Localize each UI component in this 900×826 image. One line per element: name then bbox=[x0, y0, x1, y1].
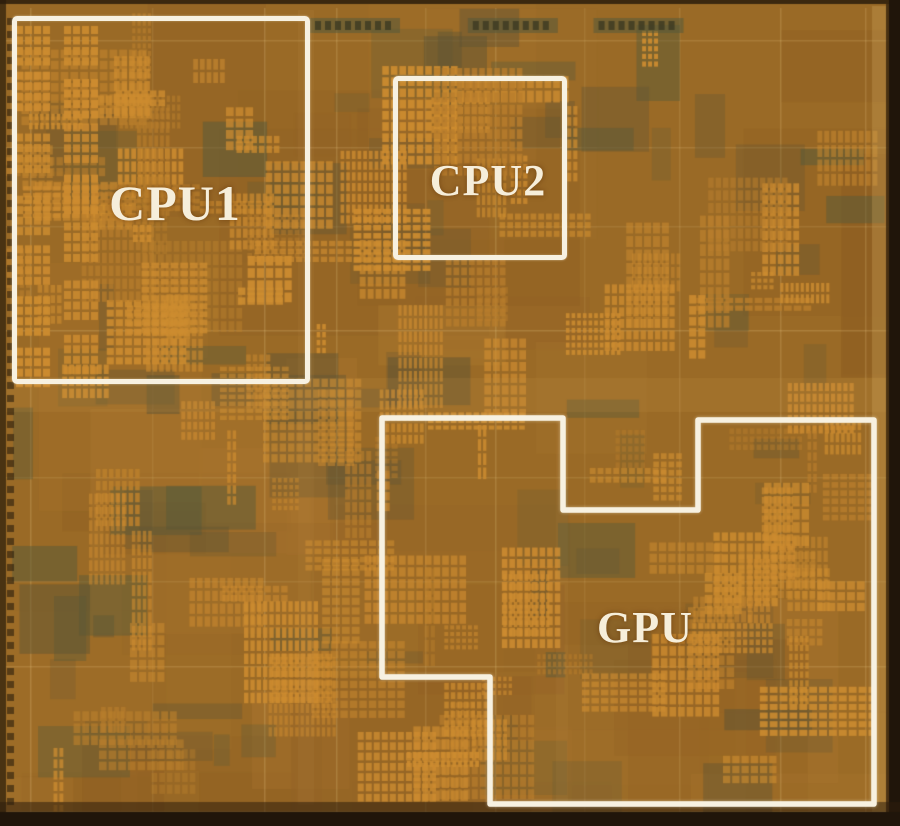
region-label-gpu: GPU bbox=[597, 603, 693, 652]
